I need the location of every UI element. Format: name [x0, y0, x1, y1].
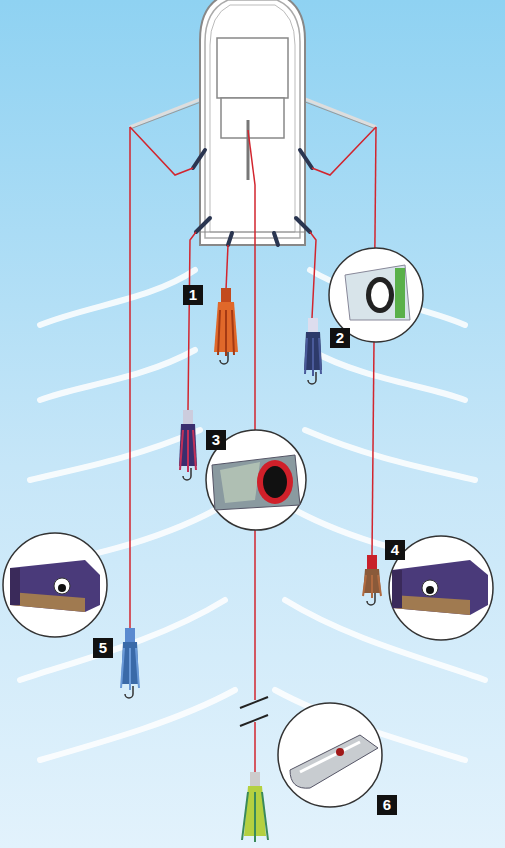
callout-number: 2	[330, 328, 350, 348]
callout-number: 5	[93, 638, 113, 658]
callout-number: 3	[206, 430, 226, 450]
callout-number: 4	[385, 540, 405, 560]
callout-number: 1	[183, 285, 203, 305]
callout-number: 6	[377, 795, 397, 815]
